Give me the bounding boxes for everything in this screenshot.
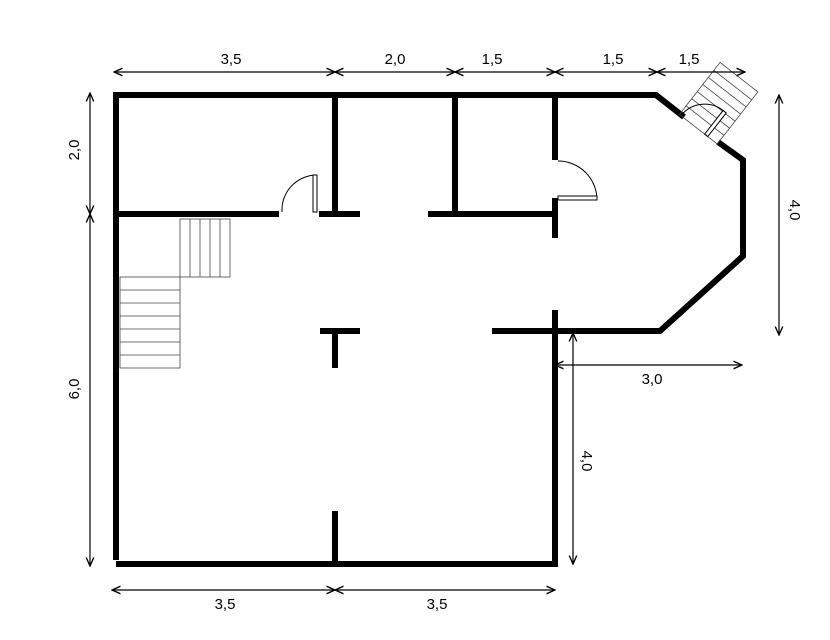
dim-label-top-3: 1,5 [482, 51, 503, 68]
dim-label-top-4: 1,5 [603, 51, 624, 68]
dim-label-top-5: 1,5 [679, 51, 700, 68]
dim-label-top-1: 3,5 [221, 51, 242, 68]
entrance-door-leaf [703, 109, 727, 138]
dim-label-bottom-2: 3,5 [427, 596, 448, 613]
stairs-upper-outline [179, 218, 231, 278]
stair-step [713, 69, 752, 101]
door-side-room-leaf [557, 195, 598, 201]
entrance-door-swing [680, 103, 725, 116]
stair-step [691, 98, 730, 129]
door-bedroom-leaf [312, 174, 318, 213]
dim-label-bottom-1: 3,5 [215, 596, 236, 613]
stair-step [708, 77, 747, 108]
door-side-room-swing [557, 160, 598, 201]
dim-label-right: 4,0 [786, 200, 803, 221]
stair-step [702, 84, 741, 115]
stairs-lower-outline [119, 276, 181, 369]
walls [113, 92, 746, 567]
stairs-upper-flight [179, 218, 231, 278]
door-side-room [557, 160, 598, 201]
door-bedroom-swing [281, 174, 318, 213]
dim-label-left-2: 6,0 [66, 379, 83, 400]
dim-label-bay-bottom: 3,0 [642, 371, 663, 388]
stairs-lower-flight [119, 276, 181, 369]
stair-step [685, 105, 725, 136]
outer-wall-top-left [113, 92, 686, 560]
dimensions: 3,5 2,0 1,5 1,5 1,5 2,0 6,0 4,0 3,0 4,0 … [66, 51, 803, 613]
dim-label-top-2: 2,0 [385, 51, 406, 68]
outer-wall-bay [492, 139, 746, 334]
dim-label-bay-depth: 4,0 [578, 451, 595, 472]
entrance-stairs-outline [678, 61, 759, 145]
dim-label-left-1: 2,0 [66, 140, 83, 161]
entrance-stairs [678, 61, 759, 145]
door-bedroom [281, 174, 318, 213]
outer-wall-bottom-right [116, 310, 558, 567]
